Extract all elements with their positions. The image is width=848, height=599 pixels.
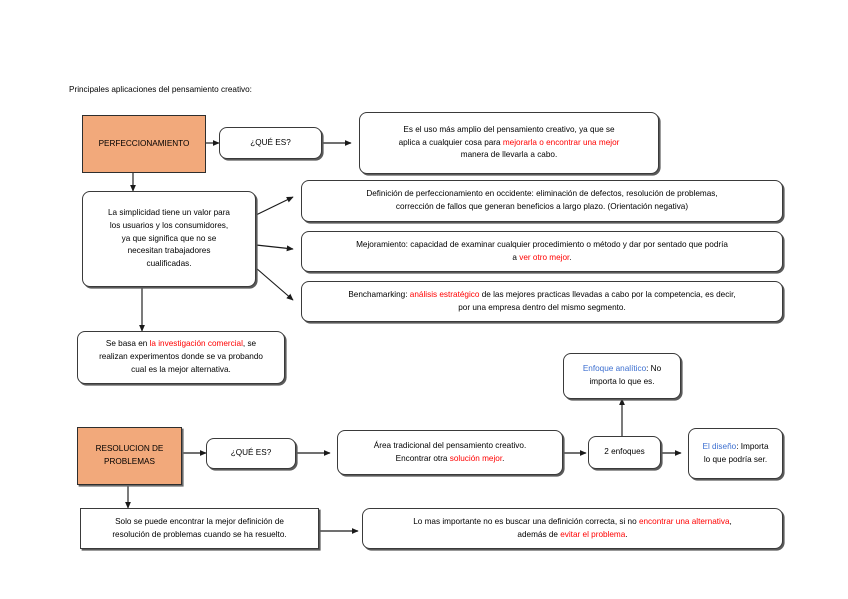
diseno-line2: lo que podría ser. [703, 454, 768, 464]
inv-line1-red: la investigación comercial [149, 339, 243, 349]
arrow-simplicidad-to-benchmarking [255, 267, 294, 301]
def-line2a: aplica a cualquier cosa para [398, 137, 503, 147]
mej-line2a: a [512, 252, 520, 262]
loimp-line2-red: evitar el problema [560, 529, 626, 539]
node-solo-se-puede-text: Solo se puede encontrar la mejor definic… [88, 516, 311, 541]
node-investigacion-comercial-text: Se basa en la investigación comercial, s… [85, 338, 277, 376]
simp-line4: necesitan trabajadores [127, 246, 211, 256]
node-resolucion-de-problemas[interactable]: RESOLUCION DE PROBLEMAS [77, 427, 182, 485]
inv-line1b: , se [242, 339, 257, 349]
node-el-diseno-text: El diseño: Importa lo que podría ser. [696, 441, 775, 466]
node-lo-mas-importante: Lo mas importante no es buscar una defin… [362, 508, 783, 549]
inv-line1a: Se basa en [105, 339, 150, 349]
arrow-simplicidad-to-definicion-occidente [255, 196, 294, 216]
node-area-tradicional-text: Área tradicional del pensamiento creativ… [345, 440, 555, 465]
loimp-line2b: . [625, 529, 628, 539]
diseno-line1b: : Importa [736, 441, 769, 451]
node-dos-enfoques-label: 2 enfoques [604, 447, 645, 457]
node-enfoque-analitico: Enfoque analítico: No importa lo que es. [563, 353, 681, 399]
node-benchmarking: Benchamarking: análisis estratégico de l… [301, 281, 783, 322]
node-definicion-occidente: Definición de perfeccionamiento en occid… [301, 180, 783, 222]
node-definicion-uso-amplio-text: Es el uso más amplio del pensamiento cre… [367, 124, 651, 162]
mej-line2b: . [569, 252, 572, 262]
node-perfeccionamiento[interactable]: PERFECCIONAMIENTO [82, 115, 206, 173]
node-benchmarking-text: Benchamarking: análisis estratégico de l… [309, 289, 775, 314]
loimp-line2a: además de [517, 529, 561, 539]
inv-line2: realizan experimentos donde se va proban… [99, 352, 263, 362]
inv-line3: cual es la mejor alternativa. [131, 364, 231, 374]
simp-line3: ya que significa que no se [121, 233, 217, 243]
arrow-simplicidad-to-mejoramiento [255, 244, 294, 252]
bench-line1-red: análisis estratégico [409, 289, 480, 299]
node-investigacion-comercial: Se basa en la investigación comercial, s… [77, 331, 285, 384]
node-que-es-perfeccionamiento[interactable]: ¿QUÉ ES? [219, 127, 322, 159]
node-que-es-perfeccionamiento-label: ¿QUÉ ES? [250, 137, 291, 147]
page-title: Principales aplicaciones del pensamiento… [69, 85, 252, 94]
def-line1: Es el uso más amplio del pensamiento cre… [403, 124, 615, 134]
area-line2-red: solución mejor [449, 453, 503, 463]
solo-line1: Solo se puede encontrar la mejor definic… [115, 516, 284, 526]
simp-line1: La simplicidad tiene un valor para [108, 208, 230, 218]
node-area-tradicional: Área tradicional del pensamiento creativ… [337, 430, 563, 475]
simp-line2: los usuarios y los consumidores, [109, 220, 229, 230]
node-lo-mas-importante-text: Lo mas importante no es buscar una defin… [370, 516, 775, 541]
loimp-line1a: Lo mas importante no es buscar una defin… [413, 516, 639, 526]
occ-line1: Definición de perfeccionamiento en occid… [366, 189, 718, 199]
def-line2-red: mejorarla o encontrar una mejor [502, 137, 620, 147]
mej-line2-red: ver otro mejor [519, 252, 570, 262]
res-line2: PROBLEMAS [104, 457, 155, 466]
node-solo-se-puede: Solo se puede encontrar la mejor definic… [80, 508, 319, 549]
node-que-es-resolucion-label: ¿QUÉ ES? [230, 448, 272, 458]
loimp-line1b: , [729, 516, 732, 526]
node-definicion-uso-amplio: Es el uso más amplio del pensamiento cre… [359, 112, 659, 174]
node-perfeccionamiento-label: PERFECCIONAMIENTO [98, 138, 190, 148]
node-que-es-resolucion[interactable]: ¿QUÉ ES? [206, 438, 296, 469]
node-enfoque-analitico-text: Enfoque analítico: No importa lo que es. [571, 363, 673, 388]
area-line2a: Encontrar otra [395, 453, 450, 463]
node-dos-enfoques: 2 enfoques [588, 436, 661, 469]
res-line1: RESOLUCION DE [95, 444, 164, 454]
area-line1: Área tradicional del pensamiento creativ… [373, 440, 527, 450]
node-mejoramiento-text: Mejoramiento: capacidad de examinar cual… [309, 239, 775, 264]
node-simplicidad-text: La simplicidad tiene un valor para los u… [90, 207, 248, 271]
area-line2b: . [502, 453, 505, 463]
node-resolucion-de-problemas-label: RESOLUCION DE PROBLEMAS [85, 443, 174, 468]
loimp-line1-red: encontrar una alternativa [638, 516, 730, 526]
analitico-line1b: : No [646, 364, 662, 374]
node-definicion-occidente-text: Definición de perfeccionamiento en occid… [309, 188, 775, 213]
bench-line2: por una empresa dentro del mismo segment… [458, 302, 626, 312]
simp-line5: cualificadas. [146, 259, 192, 269]
node-mejoramiento: Mejoramiento: capacidad de examinar cual… [301, 231, 783, 272]
bench-line1a: Benchamarking: [348, 289, 410, 299]
node-simplicidad: La simplicidad tiene un valor para los u… [82, 191, 256, 287]
analitico-title: Enfoque analítico [582, 364, 647, 374]
analitico-line2: importa lo que es. [589, 377, 655, 386]
node-el-diseno: El diseño: Importa lo que podría ser. [688, 428, 783, 479]
diseno-title: El diseño [702, 441, 737, 451]
bench-line1b: de las mejores practicas llevadas a cabo… [479, 289, 736, 299]
def-line3: manera de llevarla a cabo. [460, 150, 558, 160]
occ-line2: corrección de fallos que generan benefic… [395, 202, 689, 211]
solo-line2: resolución de problemas cuando se ha res… [112, 529, 287, 539]
mej-line1: Mejoramiento: capacidad de examinar cual… [356, 239, 728, 249]
